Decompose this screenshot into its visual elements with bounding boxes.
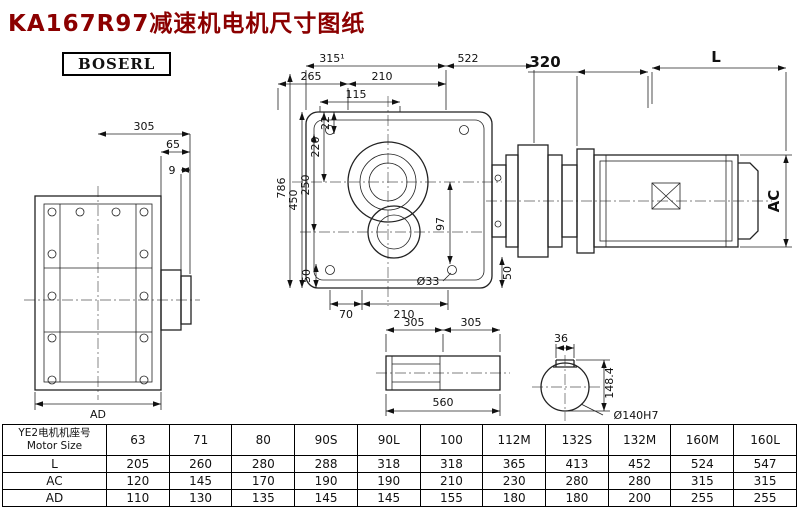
row-label-AD: AD <box>2 489 107 507</box>
dim-250: 250 <box>299 175 312 196</box>
front-view-drawing: 315¹ 522 265 210 115 22 220 250 450 786 <box>275 52 535 321</box>
value-cell: 255 <box>670 489 735 507</box>
row-label-L: L <box>2 455 107 473</box>
dim-265: 265 <box>301 70 322 83</box>
value-cell: 210 <box>419 472 484 490</box>
size-col: 132S <box>545 424 609 456</box>
size-col: 63 <box>106 424 170 456</box>
value-cell: 180 <box>545 489 609 507</box>
table-row-AC: AC 120 145 170 190 190 210 230 280 280 3… <box>2 472 797 490</box>
value-cell: 190 <box>356 472 421 490</box>
value-cell: 280 <box>607 472 672 490</box>
value-cell: 145 <box>294 489 358 507</box>
dim-522: 522 <box>458 52 479 65</box>
value-cell: 130 <box>168 489 233 507</box>
value-cell: 318 <box>419 455 484 473</box>
table-row-AD: AD 110 130 135 145 145 155 180 180 200 2… <box>2 489 797 507</box>
size-col: 80 <box>231 424 296 456</box>
dim-AD: AD <box>90 408 106 421</box>
dim-305-side: 305 <box>134 120 155 133</box>
value-cell: 524 <box>670 455 735 473</box>
dim-65: 65 <box>166 138 180 151</box>
dim-dia33: Ø33 <box>417 275 440 288</box>
dim-22: 22 <box>319 116 332 130</box>
dim-50-left: 50 <box>300 269 313 283</box>
dim-9: 9 <box>169 164 176 177</box>
value-cell: 260 <box>168 455 233 473</box>
value-cell: 280 <box>231 455 296 473</box>
dim-70: 70 <box>339 308 353 321</box>
value-cell: 205 <box>106 455 170 473</box>
dim-315: 315¹ <box>319 52 344 65</box>
dim-L: L <box>711 48 721 66</box>
value-cell: 288 <box>294 455 358 473</box>
side-view-drawing: 305 65 9 AD <box>24 120 200 421</box>
value-cell: 120 <box>106 472 170 490</box>
size-col: 90S <box>294 424 358 456</box>
table-row-L: L 205 260 280 288 318 318 365 413 452 52… <box>2 455 797 473</box>
output-shaft-drawing: 305 305 560 <box>376 316 510 416</box>
page-title: KA167R97减速机电机尺寸图纸 <box>8 11 366 37</box>
size-col: 90L <box>356 424 421 456</box>
value-cell: 145 <box>168 472 233 490</box>
row-label-AC: AC <box>2 472 107 490</box>
size-col: 100 <box>419 424 484 456</box>
value-cell: 315 <box>733 472 797 490</box>
value-cell: 315 <box>670 472 735 490</box>
table-header-row: YE2电机机座号 Motor Size 63 71 80 90S 90L 100… <box>2 424 797 456</box>
value-cell: 190 <box>294 472 358 490</box>
dim-560: 560 <box>433 396 454 409</box>
technical-drawing: 305 65 9 AD <box>24 48 792 422</box>
dim-305-b: 305 <box>461 316 482 329</box>
dim-148-4: 148.4 <box>603 367 616 399</box>
value-cell: 547 <box>733 455 797 473</box>
size-col: 112M <box>482 424 547 456</box>
dim-450: 450 <box>287 190 300 211</box>
value-cell: 170 <box>231 472 296 490</box>
size-col: 160M <box>670 424 735 456</box>
dim-320: 320 <box>529 53 560 71</box>
dim-115: 115 <box>346 88 367 101</box>
size-col: 160L <box>733 424 797 456</box>
dim-210-bottom: 210 <box>394 308 415 321</box>
value-cell: 135 <box>231 489 296 507</box>
brand-logo: BOSERL <box>62 52 172 76</box>
value-cell: 280 <box>545 472 609 490</box>
motor-size-label-en: Motor Size <box>26 440 83 452</box>
motor-size-label-cn: YE2电机机座号 <box>18 426 91 439</box>
value-cell: 145 <box>356 489 421 507</box>
value-cell: 230 <box>482 472 547 490</box>
size-col: 132M <box>607 424 672 456</box>
value-cell: 110 <box>106 489 170 507</box>
dim-220: 220 <box>309 137 322 158</box>
dim-36: 36 <box>554 332 568 345</box>
motor-dimension-table: YE2电机机座号 Motor Size 63 71 80 90S 90L 100… <box>2 424 797 507</box>
dim-AC: AC <box>765 190 783 213</box>
shaft-bore-section-drawing: 36 148.4 Ø140H7 <box>532 332 658 422</box>
value-cell: 413 <box>545 455 609 473</box>
dim-786: 786 <box>275 178 288 199</box>
value-cell: 155 <box>419 489 484 507</box>
value-cell: 180 <box>482 489 547 507</box>
dim-50-right: 50 <box>501 266 514 280</box>
dim-dia140H7: Ø140H7 <box>614 409 659 422</box>
motor-size-header-cell: YE2电机机座号 Motor Size <box>2 424 107 456</box>
value-cell: 255 <box>733 489 797 507</box>
dim-210-top: 210 <box>372 70 393 83</box>
value-cell: 318 <box>356 455 421 473</box>
motor-assembly-drawing: 320 L AC <box>486 48 792 258</box>
value-cell: 452 <box>607 455 672 473</box>
value-cell: 200 <box>607 489 672 507</box>
value-cell: 365 <box>482 455 547 473</box>
dim-305-a: 305 <box>404 316 425 329</box>
dim-97: 97 <box>434 217 447 231</box>
size-col: 71 <box>168 424 233 456</box>
